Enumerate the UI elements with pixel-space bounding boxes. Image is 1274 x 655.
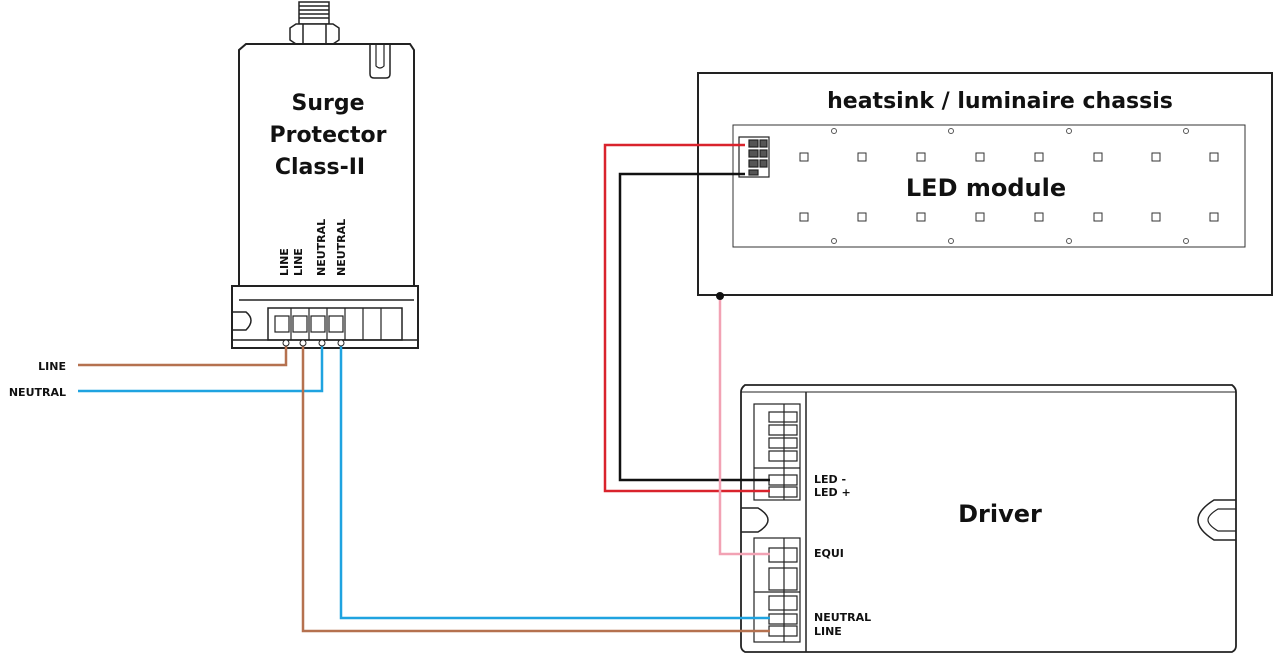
led-chip	[1093, 212, 1103, 222]
surge-terminal-screws	[282, 339, 345, 347]
surge-title: Surge Protector Class-II	[269, 91, 386, 180]
surge-title-line-3: Class-II	[275, 155, 365, 180]
led-chip	[975, 212, 985, 222]
driver-terminal-led-plus: LED +	[814, 486, 851, 499]
terminal-label-neutral-2: NEUTRAL	[335, 219, 348, 276]
mounting-hole	[831, 238, 837, 244]
wire-equipotential	[718, 296, 770, 556]
led-chip	[1151, 152, 1161, 162]
wire-neutral-input	[78, 344, 324, 393]
led-module-title: LED module	[906, 174, 1066, 202]
surge-terminal-labels: LINE LINE NEUTRAL NEUTRAL	[278, 219, 348, 276]
surge-protector	[231, 1, 419, 349]
mounting-hole	[1066, 128, 1072, 134]
led-chip	[1209, 212, 1219, 222]
wire-led-plus	[603, 143, 770, 493]
mounting-hole	[831, 128, 837, 134]
driver-title: Driver	[958, 500, 1042, 528]
mounting-hole	[948, 128, 954, 134]
led-chip	[1151, 212, 1161, 222]
surge-terminal-block	[274, 308, 382, 340]
led-chip	[857, 212, 867, 222]
led-chip	[799, 152, 809, 162]
wire-neutral-to-driver	[339, 344, 770, 620]
driver-terminal-equi: EQUI	[814, 547, 844, 560]
chassis-ground-point	[716, 292, 724, 300]
driver-terminal-neutral: NEUTRAL	[814, 611, 871, 624]
surge-title-line-1: Surge	[291, 91, 364, 116]
driver-terminal-led-minus: LED -	[814, 473, 846, 486]
led-chip	[916, 152, 926, 162]
led-chip	[916, 212, 926, 222]
terminal-label-line-2: LINE	[292, 248, 305, 276]
surge-title-line-2: Protector	[269, 123, 386, 148]
led-chip	[975, 152, 985, 162]
led-module-connector-icon	[738, 136, 770, 178]
chassis-title: heatsink / luminaire chassis	[827, 89, 1173, 114]
wire-led-minus	[618, 172, 770, 482]
led-module	[732, 124, 1246, 248]
input-neutral-label: NEUTRAL	[9, 386, 66, 399]
led-chip	[1093, 152, 1103, 162]
led-chips	[799, 128, 1219, 244]
threaded-stud-icon	[289, 1, 340, 45]
mounting-hole	[1183, 128, 1189, 134]
terminal-label-line-1: LINE	[278, 248, 291, 276]
led-chip	[799, 212, 809, 222]
led-chip	[1209, 152, 1219, 162]
input-line-label: LINE	[38, 360, 66, 373]
mounting-hole	[1183, 238, 1189, 244]
led-chip	[1034, 152, 1044, 162]
terminal-label-neutral-1: NEUTRAL	[315, 219, 328, 276]
mounting-hole	[1066, 238, 1072, 244]
led-chip	[1034, 212, 1044, 222]
wire-line-to-driver	[301, 344, 770, 633]
led-chip	[857, 152, 867, 162]
mounting-hole	[948, 238, 954, 244]
driver-terminal-line: LINE	[814, 625, 842, 638]
wire-line-input	[78, 344, 288, 367]
driver	[740, 384, 1237, 653]
